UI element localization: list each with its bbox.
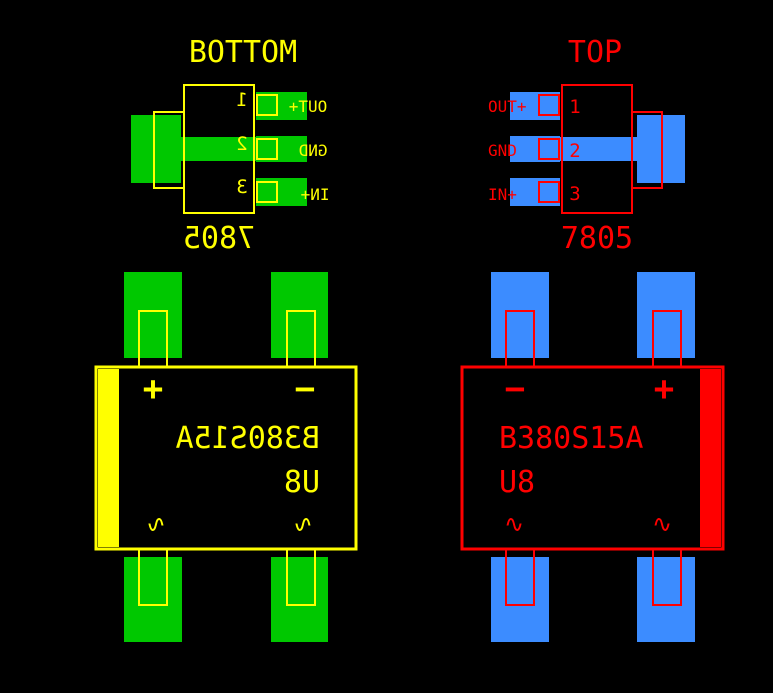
top-regulator-tab — [631, 111, 663, 189]
bottom-pin3-number: 3 — [236, 176, 247, 198]
top-pin1-outline — [538, 94, 560, 116]
bottom-bridge-ref: U8 — [284, 465, 320, 500]
top-pin1-number: 1 — [569, 96, 580, 118]
bottom-bridge-polarity-bar — [98, 369, 119, 547]
bottom-bridge-pad-minus — [271, 272, 328, 358]
bottom-bridge-lead-outlines — [138, 310, 316, 606]
top-bridge-pad-ac-left — [491, 557, 549, 642]
bottom-layer: BOTTOM 1 2 3 OUT+ GND IN+ 7805 — [94, 35, 358, 642]
top-layer: TOP 1 2 3 OUT+ GND IN+ 7805 — [460, 35, 725, 642]
top-bridge-plus: + — [654, 369, 674, 409]
bottom-pin1-number: 1 — [236, 89, 247, 111]
bottom-bridge-pad-ac-right — [271, 557, 328, 642]
bottom-layer-title: BOTTOM — [189, 35, 297, 70]
bottom-pin3-outline — [256, 181, 278, 203]
top-bridge-ref: U8 — [499, 465, 535, 500]
bottom-bridge-plus: + — [143, 369, 163, 409]
bottom-regulator-silk — [153, 84, 278, 214]
bottom-bridge-ac-left: ∿ — [146, 510, 166, 538]
top-bridge-silk — [460, 365, 725, 551]
top-bridge-body — [460, 365, 725, 551]
bottom-regulator-tab — [153, 111, 185, 189]
bottom-tab-pad — [131, 115, 181, 183]
top-pin3-outline — [538, 181, 560, 203]
top-pin3-name: IN+ — [488, 185, 517, 204]
top-bridge-polarity-bar — [700, 369, 721, 547]
top-bridge-pad-minus — [491, 272, 549, 358]
top-pin2-number: 2 — [569, 140, 580, 162]
top-pin1-name: OUT+ — [488, 97, 527, 116]
top-bridge-ac-left: ∿ — [504, 510, 524, 538]
top-regulator-silk — [538, 84, 663, 214]
bottom-pin2-name: GND — [299, 141, 328, 160]
bottom-bridge-pad-ac-left — [124, 557, 182, 642]
bottom-pin1-name: OUT+ — [289, 97, 328, 116]
top-bridge-ac-right: ∿ — [652, 510, 672, 538]
top-regulator-value: 7805 — [561, 221, 633, 256]
bottom-pin2-number: 2 — [236, 133, 247, 155]
top-bridge-copper — [491, 272, 695, 642]
top-pin2-outline — [538, 138, 560, 160]
bottom-regulator-value: 7805 — [183, 221, 255, 256]
bottom-bridge-body — [94, 365, 358, 551]
bottom-bridge-pad-plus — [124, 272, 182, 358]
bottom-bridge-part: B380S15A — [176, 421, 321, 456]
bottom-pin3-name: IN+ — [301, 185, 330, 204]
bottom-bridge-copper — [124, 272, 328, 642]
top-pin2-pad — [510, 136, 560, 162]
bottom-bridge-silk — [94, 365, 358, 551]
top-bridge-part: B380S15A — [499, 421, 644, 456]
bottom-bridge-minus: − — [295, 369, 315, 409]
top-pin2-name: GND — [488, 141, 517, 160]
bottom-pin1-outline — [256, 94, 278, 116]
bottom-pin2-pad — [256, 136, 307, 162]
bottom-bridge-ac-right: ∿ — [293, 510, 313, 538]
top-layer-title: TOP — [568, 35, 622, 70]
top-bridge-pad-plus — [637, 272, 695, 358]
top-bridge-pad-ac-right — [637, 557, 695, 642]
top-bridge-minus: − — [505, 369, 525, 409]
top-pin3-number: 3 — [569, 183, 580, 205]
top-bridge-lead-outlines — [505, 310, 682, 606]
bottom-pin2-outline — [256, 138, 278, 160]
